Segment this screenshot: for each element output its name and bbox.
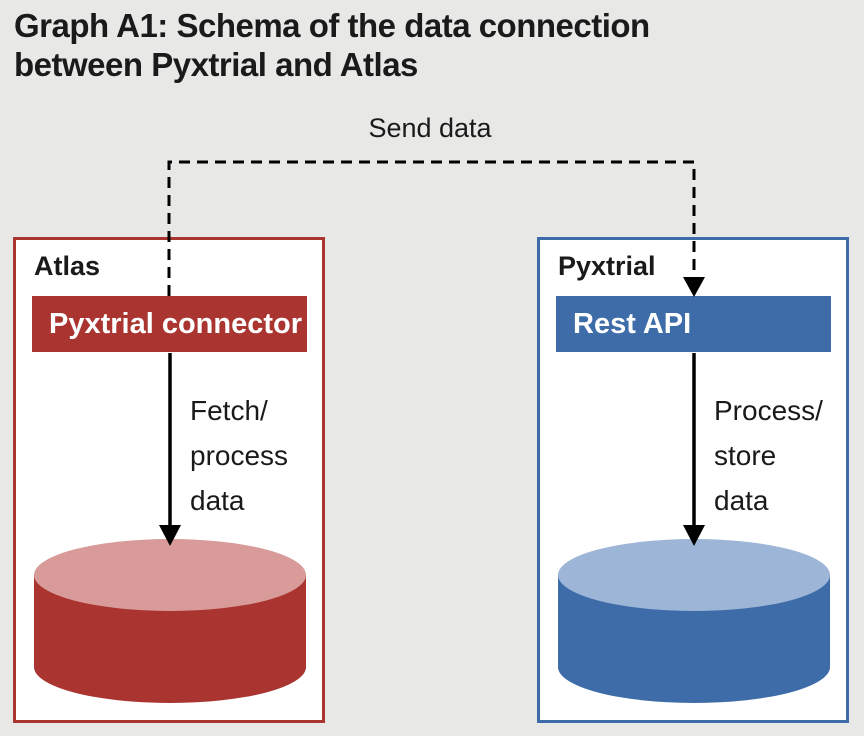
atlas-flow-line1: Fetch/ [190, 395, 268, 426]
rest-api-chip: Rest API [556, 296, 831, 352]
pyxtrial-database-top [558, 539, 830, 611]
pyxtrial-box: Pyxtrial Rest API Process/ store data [537, 237, 849, 723]
atlas-box-label: Atlas [34, 251, 101, 281]
pyxtrial-flow-line2: store [714, 440, 777, 471]
pyxtrial-box-label: Pyxtrial [558, 251, 656, 281]
diagram-title: Graph A1: Schema of the data connection … [14, 6, 650, 84]
atlas-database-top [34, 539, 306, 611]
pyxtrial-flow-line3: data [714, 485, 769, 516]
atlas-flow-text: Fetch/ process data [190, 388, 288, 523]
pyxtrial-database-body [558, 575, 830, 703]
diagram-title-line2: between Pyxtrial and Atlas [14, 46, 418, 83]
diagram-title-line1: Graph A1: Schema of the data connection [14, 7, 650, 44]
send-data-label: Send data [368, 113, 492, 143]
atlas-box: Atlas Pyxtrial connector Fetch/ process … [13, 237, 325, 723]
pyxtrial-flow-text: Process/ store data [714, 388, 823, 523]
atlas-database-icon [34, 539, 306, 703]
pyxtrial-connector-chip: Pyxtrial connector [32, 296, 307, 352]
atlas-flow-line2: process [190, 440, 289, 471]
atlas-database-body [34, 575, 306, 703]
atlas-flow-line3: data [190, 485, 245, 516]
pyxtrial-database-icon [558, 539, 830, 703]
pyxtrial-flow-line1: Process/ [714, 395, 823, 426]
